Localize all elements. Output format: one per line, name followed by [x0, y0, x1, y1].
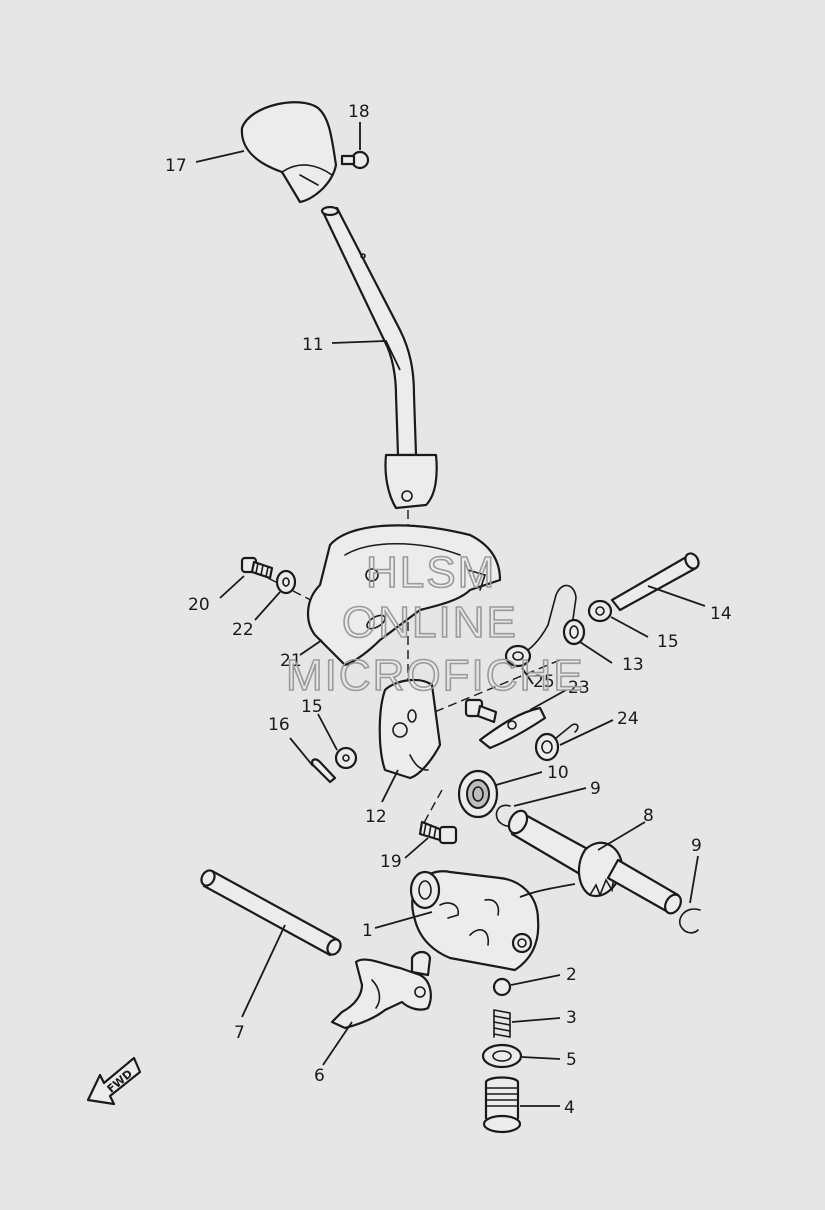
pin-washer: [587, 599, 613, 623]
callout-15-right: 15: [657, 632, 679, 652]
callout-19: 19: [380, 852, 402, 872]
cotter-pin: [311, 758, 337, 784]
torsion-spring: [534, 723, 579, 762]
callout-23: 23: [568, 678, 590, 698]
pivot-pin: [610, 552, 700, 612]
shift-shaft: [507, 809, 682, 915]
callout-22: 22: [232, 620, 254, 640]
callout-25: 25: [533, 672, 555, 692]
detent-ball: [492, 977, 512, 997]
callout-15-left: 15: [301, 697, 323, 717]
callout-24: 24: [617, 709, 639, 729]
leader-lines: [195, 122, 706, 1107]
lever-arm: [378, 678, 442, 780]
callout-11: 11: [302, 335, 324, 355]
arm-washer: [334, 746, 358, 770]
callout-8: 8: [643, 806, 654, 826]
detent-spring: [519, 584, 586, 656]
lever-bracket: [307, 524, 502, 667]
callout-14: 14: [710, 604, 732, 624]
drain-plug: [482, 1076, 522, 1134]
bracket-bolt: [240, 556, 274, 580]
callout-13: 13: [622, 655, 644, 675]
fwd-direction-arrow: FWD: [86, 1056, 142, 1106]
shift-fork: [330, 950, 432, 1030]
coil-spring: [504, 644, 532, 668]
callout-1: 1: [362, 921, 373, 941]
callout-10: 10: [547, 763, 569, 783]
callout-12: 12: [365, 807, 387, 827]
callout-18: 18: [348, 102, 370, 122]
shift-lever: [320, 205, 438, 510]
stopper-plate: [464, 698, 547, 750]
watermark-line-3: MICROFICHE: [286, 651, 585, 700]
shift-drum: [409, 870, 540, 972]
callout-6: 6: [314, 1066, 325, 1086]
circlip-right: [678, 908, 701, 934]
guide-bar: [200, 869, 342, 957]
callout-9-right: 9: [691, 836, 702, 856]
watermark-line-1: HLSM: [366, 548, 496, 597]
callout-3: 3: [566, 1008, 577, 1028]
callout-16: 16: [268, 715, 290, 735]
callout-5: 5: [566, 1050, 577, 1070]
callout-20: 20: [188, 595, 210, 615]
oil-seal: [457, 769, 499, 819]
watermark: HLSM ONLINE MICROFICHE: [285, 547, 585, 701]
detent-spring-small: [493, 1009, 511, 1038]
arm-bolt: [418, 820, 458, 845]
callout-21: 21: [280, 651, 302, 671]
callout-17: 17: [165, 156, 187, 176]
callout-9-left: 9: [590, 779, 601, 799]
callout-labels: 17 18 11 20 22 21 16 15 12 19 13 14 15 2…: [165, 102, 732, 1118]
gasket-washer: [481, 1043, 523, 1069]
set-screw: [340, 150, 370, 170]
watermark-line-2: ONLINE: [342, 598, 518, 647]
bracket-washer: [275, 569, 297, 595]
shift-knob: [240, 101, 338, 204]
callout-2: 2: [566, 965, 577, 985]
callout-4: 4: [564, 1098, 575, 1118]
callout-7: 7: [234, 1023, 245, 1043]
